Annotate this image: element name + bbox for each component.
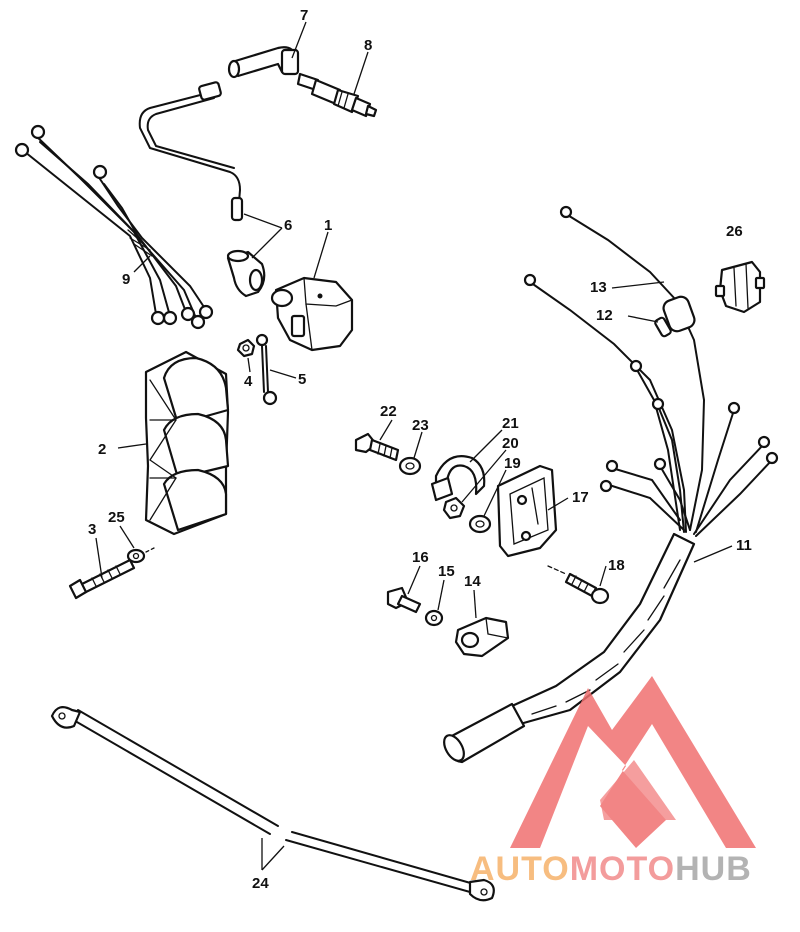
callout-13: 13 bbox=[590, 279, 607, 296]
bolt-3 bbox=[68, 558, 136, 600]
spark-plug-boot-7 bbox=[227, 46, 300, 79]
callout-11: 11 bbox=[736, 537, 752, 554]
callout-2: 2 bbox=[98, 441, 106, 458]
main-harness-11 bbox=[443, 205, 779, 764]
bracket-17 bbox=[496, 464, 558, 558]
callout-5: 5 bbox=[298, 371, 306, 388]
ground-strap-5 bbox=[255, 333, 278, 406]
callout-7: 7 bbox=[300, 7, 308, 24]
callout-14: 14 bbox=[464, 573, 481, 590]
connector-block-26 bbox=[714, 260, 766, 314]
callout-9: 9 bbox=[122, 271, 130, 288]
spark-plug-8 bbox=[296, 72, 378, 118]
watermark-hub: HUB bbox=[675, 850, 752, 888]
watermark-auto: AUTO bbox=[470, 850, 570, 888]
callout-3: 3 bbox=[88, 521, 96, 538]
screw-16 bbox=[386, 586, 422, 614]
washer-15 bbox=[424, 609, 444, 627]
callout-20: 20 bbox=[502, 435, 519, 452]
bolt-22 bbox=[354, 432, 400, 462]
callout-24: 24 bbox=[252, 875, 269, 892]
wire-harness-9 bbox=[14, 124, 214, 330]
battery-cable-24 bbox=[50, 705, 495, 902]
callout-16: 16 bbox=[412, 549, 429, 566]
washer-25 bbox=[126, 547, 155, 564]
washer-19 bbox=[468, 514, 492, 534]
callout-23: 23 bbox=[412, 417, 429, 434]
high-tension-lead-6 bbox=[138, 81, 244, 222]
nut-20 bbox=[442, 496, 466, 520]
callout-4: 4 bbox=[244, 373, 253, 390]
callout-15: 15 bbox=[438, 563, 455, 580]
callout-12: 12 bbox=[596, 307, 613, 324]
callout-19: 19 bbox=[504, 455, 521, 472]
nut-4 bbox=[236, 338, 256, 358]
callout-6: 6 bbox=[284, 217, 292, 234]
callout-26: 26 bbox=[726, 223, 743, 240]
callout-21: 21 bbox=[502, 415, 519, 432]
clamp-21 bbox=[430, 455, 486, 502]
callout-17: 17 bbox=[572, 489, 589, 506]
washer-23 bbox=[398, 456, 422, 476]
callout-25: 25 bbox=[108, 509, 125, 526]
screw-18 bbox=[547, 565, 610, 605]
svg-text:AUTOMOTOHUB: AUTOMOTOHUB bbox=[470, 850, 752, 888]
callout-22: 22 bbox=[380, 403, 397, 420]
elbow-6 bbox=[226, 249, 266, 298]
switch-box-2 bbox=[144, 350, 230, 536]
clamp-14 bbox=[454, 616, 510, 658]
ignition-coil-1 bbox=[270, 276, 354, 352]
callout-8: 8 bbox=[364, 37, 372, 54]
callout-18: 18 bbox=[608, 557, 625, 574]
leader-lines bbox=[95, 21, 733, 871]
watermark-moto: MOTO bbox=[570, 850, 675, 888]
automotohub-watermark: AUTOMOTOHUB bbox=[470, 676, 756, 888]
callout-1: 1 bbox=[324, 217, 332, 234]
callout-labels: 1 2 3 4 5 6 7 8 9 11 12 13 14 15 16 17 1… bbox=[88, 7, 752, 892]
